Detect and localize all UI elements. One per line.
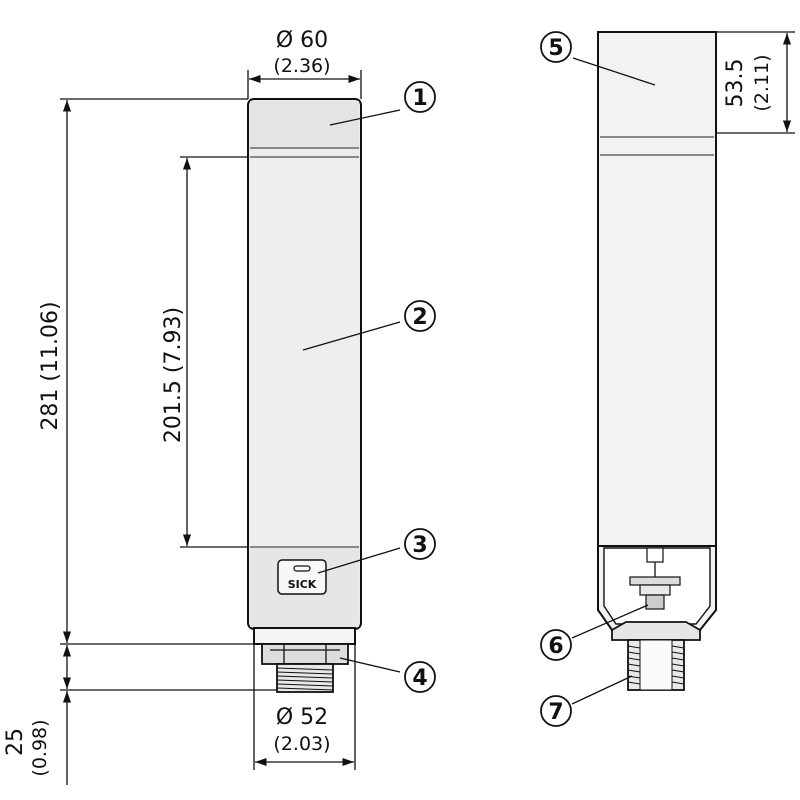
connector	[645, 594, 665, 610]
svg-text:5: 5	[548, 36, 563, 61]
callout-7: 7	[540, 675, 633, 727]
base-diameter-inch-label: (2.03)	[273, 733, 330, 755]
callout-2: 2	[302, 300, 436, 351]
svg-text:3: 3	[412, 533, 427, 558]
cap-height-label: 53.5	[723, 59, 748, 108]
light-element	[250, 158, 359, 546]
top-diameter-label: Ø 60	[276, 28, 328, 53]
base-height-label: 25	[3, 728, 28, 756]
cap-height-dimension: 53.5 (2.11)	[716, 31, 795, 134]
sick-logo-badge	[277, 559, 327, 595]
side-section-view	[597, 31, 717, 691]
svg-text:7: 7	[548, 700, 563, 725]
top-diameter-dimension: Ø 60 (2.36)	[247, 28, 362, 99]
svg-text:6: 6	[548, 634, 563, 659]
svg-text:2: 2	[412, 305, 427, 330]
nut	[261, 643, 349, 665]
svg-text:4: 4	[412, 666, 427, 691]
top-diameter-inch-label: (2.36)	[273, 55, 330, 77]
callout-6: 6	[540, 604, 649, 661]
light-height-dimension: 201.5 (7.93)	[161, 156, 248, 548]
callout-1: 1	[329, 81, 436, 126]
callout-5: 5	[540, 31, 656, 86]
front-view: SICK	[247, 98, 362, 693]
base-diameter-label: Ø 52	[276, 705, 328, 730]
base-height-inch-label: (0.98)	[29, 719, 51, 776]
section-housing	[597, 31, 717, 631]
total-height-dimension: 281 (11.06)	[38, 98, 254, 645]
callout-3: 3	[317, 528, 436, 574]
top-cap	[250, 101, 359, 147]
base-diameter-dimension: Ø 52 (2.03)	[253, 644, 356, 770]
cap-height-inch-label: (2.11)	[751, 54, 773, 111]
svg-text:1: 1	[412, 86, 427, 111]
base-height-dimension: 25 (0.98)	[3, 645, 277, 785]
callout-4: 4	[339, 657, 436, 693]
total-height-label: 281 (11.06)	[38, 301, 63, 430]
light-height-label: 201.5 (7.93)	[161, 307, 186, 443]
logo-text: SICK	[288, 578, 317, 591]
lower-ring	[253, 627, 356, 645]
